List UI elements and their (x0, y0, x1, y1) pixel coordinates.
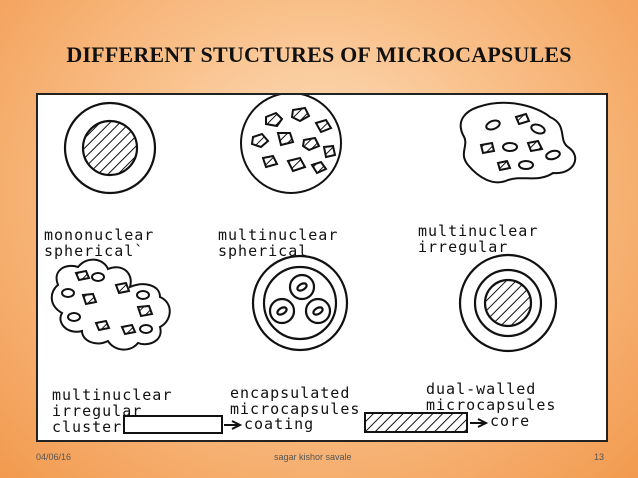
legend-core-swatch (364, 412, 489, 433)
footer-author: sagar kishor savale (274, 452, 352, 462)
page-number: 13 (594, 452, 605, 462)
multinuclear-spherical-icon (240, 95, 342, 194)
slide-title: DIFFERENT STUCTURES OF MICROCAPSULES (66, 42, 572, 67)
legend-core-label: core (490, 412, 531, 430)
legend-coating-swatch (123, 415, 243, 434)
footer-date: 04/06/16 (36, 452, 72, 462)
multinuclear-cluster-icon (50, 258, 171, 351)
encapsulated-microcapsules-icon (251, 254, 349, 352)
multinuclear-irregular-icon (459, 101, 577, 184)
figure-drawing (50, 95, 577, 434)
mononuclear-capsule-icon (63, 101, 157, 195)
dual-walled-capsule-icon (458, 253, 558, 353)
legend-coating-label: coating (244, 415, 315, 433)
